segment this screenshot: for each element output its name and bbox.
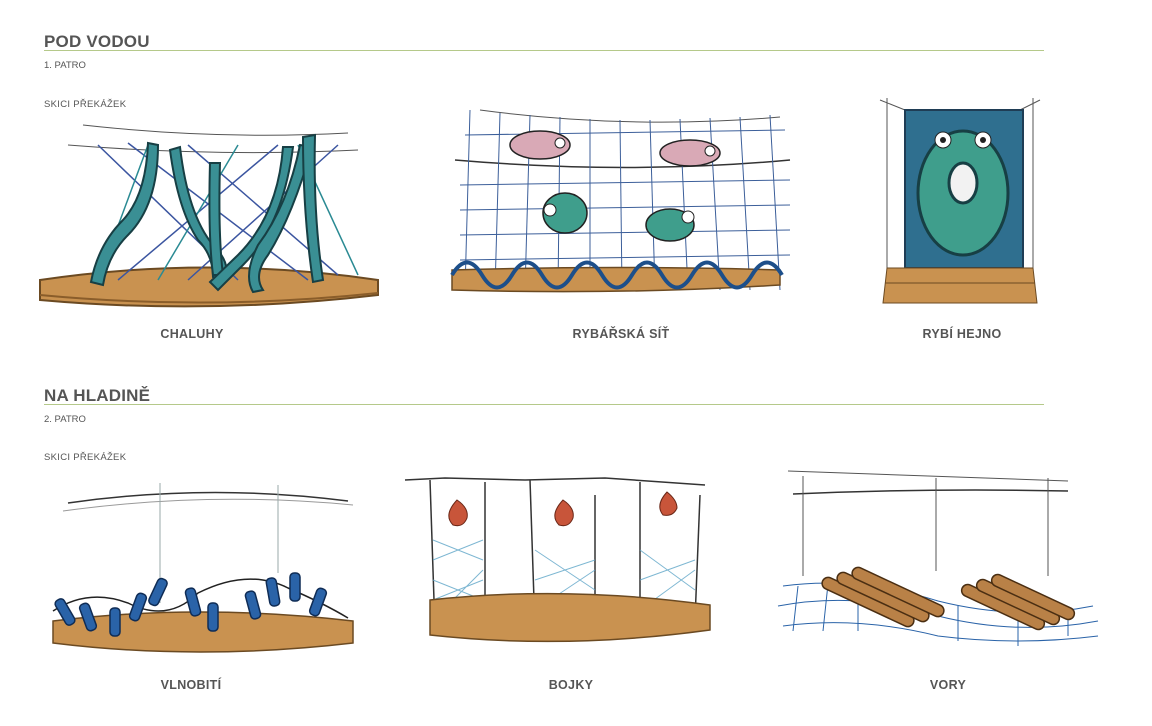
floor-label: 1. PATRO — [44, 60, 86, 71]
section-title-na-hladine: NA HLADINĚ — [44, 386, 151, 405]
section-divider — [44, 50, 1044, 51]
obstacle-caption-vory: VORY — [929, 678, 967, 692]
section-divider — [44, 404, 1044, 405]
section-title-pod-vodou: POD VODOU — [44, 32, 150, 51]
sketch-label: SKICI PŘEKÁŽEK — [44, 99, 127, 110]
obstacle-caption-vlnobiti: VLNOBITÍ — [160, 678, 222, 692]
rybarska-sit-illustration — [450, 109, 791, 293]
vory-illustration — [777, 470, 1099, 646]
bojky-illustration — [404, 477, 711, 643]
vlnobiti-illustration — [52, 483, 354, 653]
obstacle-caption-bojky: BOJKY — [548, 678, 594, 692]
floor-label: 2. PATRO — [44, 414, 86, 425]
rybi-hejno-illustration — [879, 98, 1041, 304]
obstacle-caption-rybarska-sit: RYBÁŘSKÁ SÍŤ — [572, 327, 670, 341]
obstacle-caption-rybi-hejno: RYBÍ HEJNO — [922, 327, 1002, 341]
chaluhy-illustration — [39, 124, 379, 308]
sketch-label: SKICI PŘEKÁŽEK — [44, 452, 127, 463]
obstacle-caption-chaluhy: CHALUHY — [160, 327, 224, 341]
